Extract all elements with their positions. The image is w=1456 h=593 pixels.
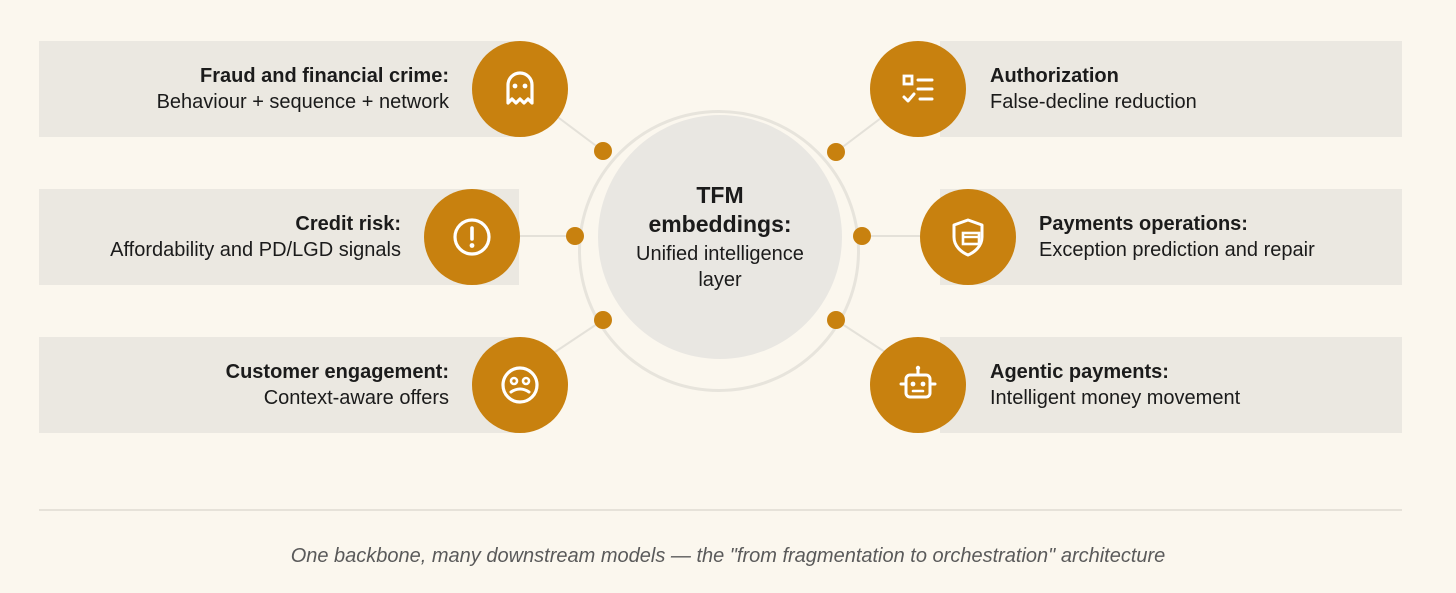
band-fraud-title: Fraud and financial crime:: [200, 65, 449, 87]
node-dot-agentic: [827, 311, 845, 329]
node-dot-engagement: [594, 311, 612, 329]
credit-icon-circle: [424, 189, 520, 285]
connector-agentic: [835, 319, 886, 353]
node-dot-credit: [566, 227, 584, 245]
face-icon: [501, 366, 539, 404]
node-dot-payments-ops: [853, 227, 871, 245]
divider: [39, 509, 1402, 511]
caption: One backbone, many downstream models — t…: [290, 545, 1166, 567]
band-fraud-text: Fraud and financial crime: Behaviour + s…: [157, 41, 449, 137]
checklist-icon: [902, 74, 934, 103]
band-engagement-text: Customer engagement: Context-aware offer…: [226, 337, 449, 433]
band-engagement: Customer engagement: Context-aware offer…: [39, 337, 519, 433]
center-title: TFM embeddings:: [648, 182, 792, 237]
node-dot-fraud: [594, 142, 612, 160]
center-node: TFM embeddings: Unified intelligence lay…: [598, 115, 842, 359]
band-agentic-desc: Intelligent money movement: [990, 387, 1241, 409]
band-payments-ops-title: Payments operations:: [1039, 213, 1248, 235]
band-credit-title: Credit risk:: [295, 213, 401, 235]
connector-authorization: [835, 114, 886, 153]
band-credit-text: Credit risk: Affordability and PD/LGD si…: [110, 189, 401, 285]
agentic-icon-circle: [870, 337, 966, 433]
band-agentic: Agentic payments: Intelligent money move…: [940, 337, 1402, 433]
payments-ops-icon-circle: [920, 189, 1016, 285]
robot-icon: [899, 365, 937, 399]
band-authorization-text: Authorization False-decline reduction: [990, 41, 1197, 137]
band-engagement-title: Customer engagement:: [225, 361, 449, 383]
center-ring: [578, 110, 860, 392]
authorization-icon-circle: [870, 41, 966, 137]
band-engagement-desc: Context-aware offers: [263, 387, 449, 409]
alert-icon: [453, 218, 491, 256]
band-payments-ops: Payments operations: Exception predictio…: [940, 189, 1402, 285]
band-agentic-text: Agentic payments: Intelligent money move…: [990, 337, 1240, 433]
band-authorization-title: Authorization: [990, 65, 1119, 87]
ghost-icon: [506, 71, 534, 105]
fraud-icon-circle: [472, 41, 568, 137]
band-authorization-desc: False-decline reduction: [990, 91, 1197, 113]
shield-card-icon: [952, 218, 984, 257]
engagement-icon-circle: [472, 337, 568, 433]
band-credit-desc: Affordability and PD/LGD signals: [110, 239, 401, 261]
band-fraud-desc: Behaviour + sequence + network: [156, 91, 449, 113]
band-payments-ops-desc: Exception prediction and repair: [1039, 239, 1315, 261]
band-authorization: Authorization False-decline reduction: [940, 41, 1402, 137]
node-dot-authorization: [827, 143, 845, 161]
band-payments-ops-text: Payments operations: Exception predictio…: [1039, 189, 1315, 285]
center-subtitle: Unified intelligence layer: [636, 243, 804, 291]
band-fraud: Fraud and financial crime: Behaviour + s…: [39, 41, 519, 137]
band-agentic-title: Agentic payments:: [990, 361, 1169, 383]
